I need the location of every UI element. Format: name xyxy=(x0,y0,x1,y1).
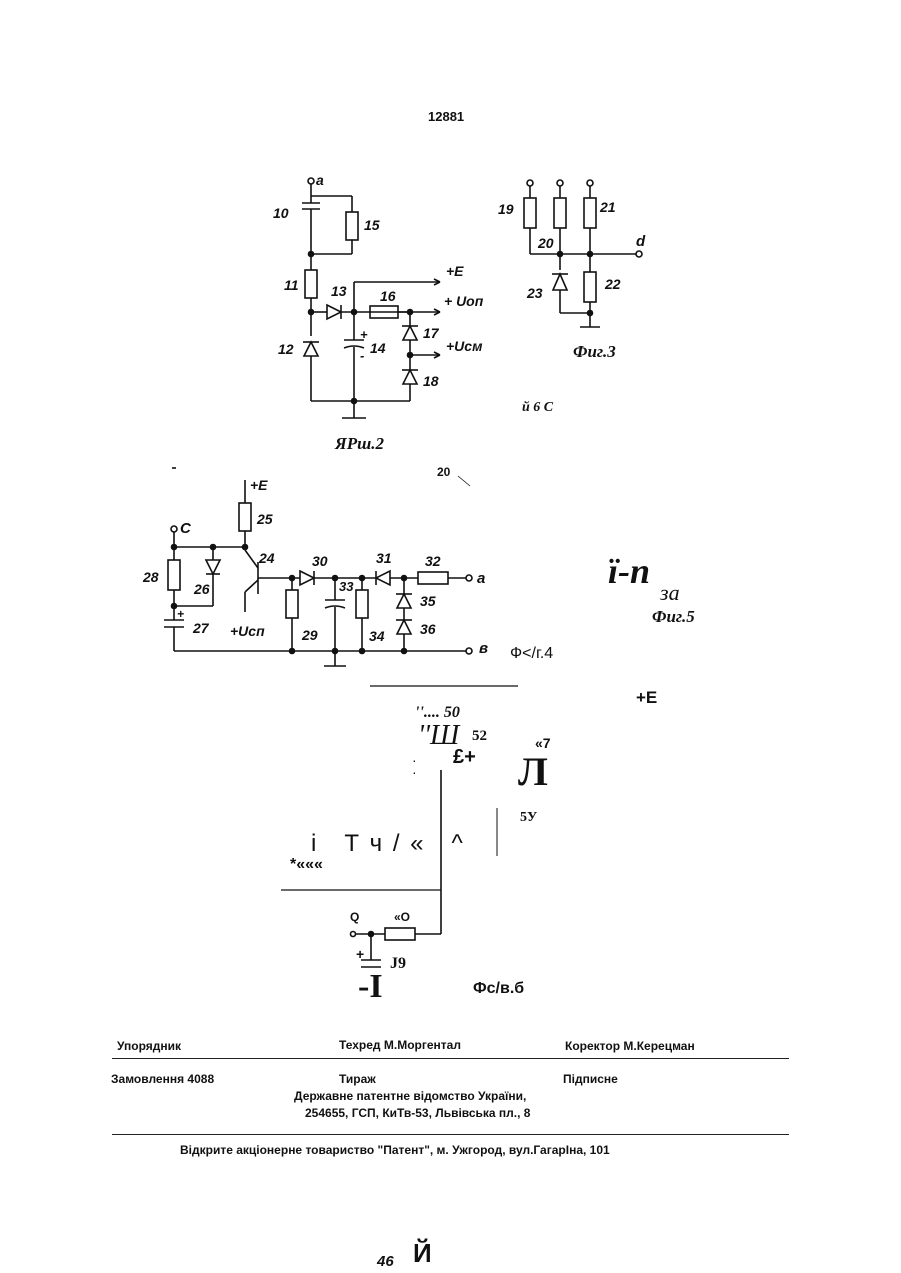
svg-text:28: 28 xyxy=(142,569,159,585)
zener-17 xyxy=(403,326,417,340)
footer-techred: Техред М.Моргентал xyxy=(339,1038,461,1052)
zener-23 xyxy=(553,274,567,290)
resistor-25 xyxy=(239,503,251,531)
svg-text:21: 21 xyxy=(599,199,616,215)
svg-text:23: 23 xyxy=(526,285,543,301)
svg-text:10: 10 xyxy=(273,205,289,221)
bottom-number: 46 xyxy=(377,1253,394,1270)
svg-text:d: d xyxy=(636,233,646,250)
svg-text:C: C xyxy=(180,520,192,537)
resistor-29 xyxy=(286,590,298,618)
fig6-plus: + xyxy=(356,946,364,962)
fig6-dots: ·· xyxy=(412,754,417,778)
fig6-label-q: Q xyxy=(350,910,359,924)
footer-office: Державне патентне відомство України, xyxy=(294,1089,526,1103)
resistor-20 xyxy=(554,198,566,228)
resistor-28 xyxy=(168,560,180,590)
footer-corrector: Коректор М.Керецман xyxy=(565,1039,695,1053)
fig6-label-j9: J9 xyxy=(390,955,406,973)
svg-text:36: 36 xyxy=(420,621,436,637)
footer-order: Замовлення 4088 xyxy=(111,1072,214,1086)
resistor-fig6 xyxy=(385,928,415,940)
resistor-34 xyxy=(356,590,368,618)
svg-text:29: 29 xyxy=(301,627,318,643)
fig6-label-epl: £+ xyxy=(453,746,476,769)
svg-text:18: 18 xyxy=(423,373,439,389)
footer-address: 254655, ГСП, КиТв-53, Львівська пл., 8 xyxy=(305,1106,530,1120)
fig6-caption: Фс/в.б xyxy=(473,980,524,998)
diode-26 xyxy=(206,560,220,574)
fig5-subscript: за xyxy=(660,580,680,606)
fig6-ground: -I xyxy=(358,968,383,1006)
fig2-caption: ЯРш.2 xyxy=(334,434,385,453)
svg-text:33: 33 xyxy=(339,579,354,594)
svg-text:31: 31 xyxy=(376,550,392,566)
svg-text:20: 20 xyxy=(537,235,554,251)
footer-publisher: Відкрите акціонерне товариство "Патент",… xyxy=(180,1143,610,1157)
resistor-19 xyxy=(524,198,536,228)
resistor-11 xyxy=(305,270,317,298)
svg-text:+Uсм: +Uсм xyxy=(446,338,483,354)
zener-18 xyxy=(403,370,417,384)
fig6-label-5u: 5У xyxy=(520,810,537,826)
terminal-a-icon xyxy=(308,178,314,184)
svg-text:a: a xyxy=(477,570,485,587)
svg-text:11: 11 xyxy=(284,277,299,293)
svg-text:35: 35 xyxy=(420,593,436,609)
zener-12 xyxy=(304,342,318,356)
fig3-caption: Фиг.3 xyxy=(573,342,616,361)
footer-subscription: Підписне xyxy=(563,1072,618,1086)
fig6-label-52: 52 xyxy=(472,728,487,745)
svg-text:19: 19 xyxy=(498,201,514,217)
svg-text:13: 13 xyxy=(331,283,347,299)
svg-text:+Uсп: +Uсп xyxy=(230,623,265,639)
svg-text:22: 22 xyxy=(604,276,621,292)
zener-35 xyxy=(397,594,411,608)
footer-compiler: Упорядник xyxy=(117,1039,181,1053)
svg-text:20: 20 xyxy=(437,465,451,479)
fig2-label-a: a xyxy=(316,172,324,188)
diode-30 xyxy=(300,571,314,585)
svg-text:17: 17 xyxy=(423,325,440,341)
fig6-big-l: Л xyxy=(518,748,548,795)
footer-rule-2 xyxy=(112,1134,789,1135)
svg-text:+E: +E xyxy=(446,263,464,279)
fig6-star: *««« xyxy=(290,856,323,874)
bottom-letter: Й xyxy=(413,1238,432,1269)
svg-text:27: 27 xyxy=(192,620,210,636)
resistor-32 xyxy=(418,572,448,584)
fig5-glyph: ї-n xyxy=(608,550,650,592)
resistor-22 xyxy=(584,272,596,302)
svg-text:25: 25 xyxy=(256,511,273,527)
fig6-plus-e: +E xyxy=(636,688,657,708)
zener-36 xyxy=(397,620,411,634)
svg-text:24: 24 xyxy=(258,550,275,566)
fig6-row-text: і Т ч / « ^ xyxy=(311,830,465,858)
svg-text:+ Uоп: + Uоп xyxy=(444,293,484,309)
svg-text:32: 32 xyxy=(425,553,441,569)
resistor-15 xyxy=(346,212,358,240)
svg-text:14: 14 xyxy=(370,340,386,356)
footer-circulation: Тираж xyxy=(339,1072,376,1086)
svg-text:-: - xyxy=(360,348,364,363)
svg-text:+: + xyxy=(177,607,184,621)
svg-text:16: 16 xyxy=(380,288,396,304)
svg-text:в: в xyxy=(479,640,488,657)
svg-text:+: + xyxy=(360,327,368,342)
resistor-21 xyxy=(584,198,596,228)
svg-text:30: 30 xyxy=(312,553,328,569)
svg-text:+E: +E xyxy=(250,477,268,493)
fig3-note: й 6 С xyxy=(522,400,554,415)
diode-31 xyxy=(376,571,390,585)
svg-text:12: 12 xyxy=(278,341,294,357)
svg-text:15: 15 xyxy=(364,217,380,233)
diode-13 xyxy=(327,305,341,319)
footer-rule-1 xyxy=(112,1058,789,1059)
fig4-caption: Ф</г.4 xyxy=(510,645,553,663)
svg-text:26: 26 xyxy=(193,581,210,597)
fig6-label-o: «О xyxy=(394,910,410,924)
svg-text:34: 34 xyxy=(369,628,385,644)
fig5-caption: Фиг.5 xyxy=(652,607,695,627)
